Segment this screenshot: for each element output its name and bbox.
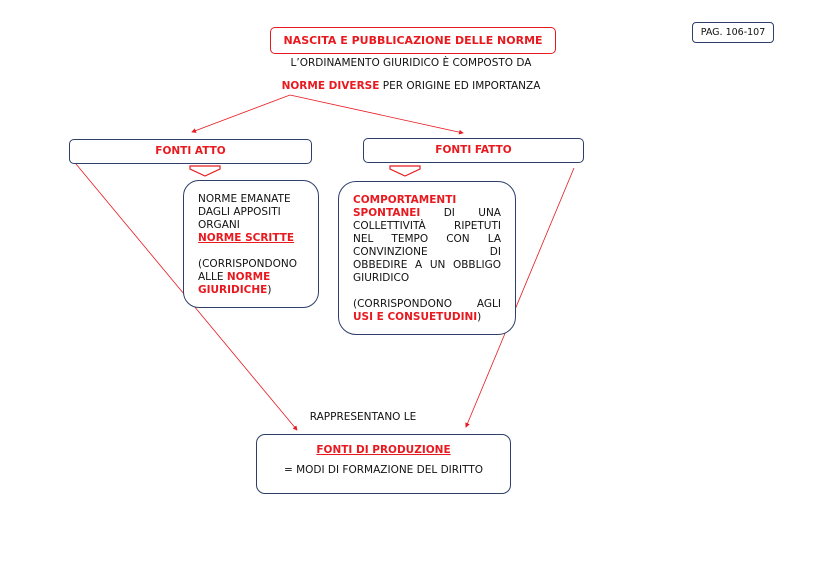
text-line: OBBEDIRE A UN OBBLIGO (353, 259, 501, 271)
fonti-produzione-box: FONTI DI PRODUZIONE = MODI DI FORMAZIONE… (256, 434, 511, 494)
highlight: GIURIDICHE (198, 284, 268, 296)
fonti-fatto-header: FONTI FATTO (363, 138, 584, 163)
text-line: CONVINZIONE DI (353, 246, 501, 258)
fonti-produzione-subtitle: = MODI DI FORMAZIONE DEL DIRITTO (283, 464, 484, 476)
intro-line-1: L’ORDINAMENTO GIURIDICO È COMPOSTO DA (290, 57, 532, 69)
down-arrow-icon-right (389, 165, 421, 177)
highlight: COMPORTAMENTI (353, 194, 457, 206)
text: ) (267, 284, 272, 296)
connector-label: RAPPRESENTANO LE (309, 411, 417, 423)
fonti-atto-description: NORME EMANATE DAGLI APPOSITI ORGANI NORM… (183, 180, 319, 308)
norme-scritte: NORME SCRITTE (198, 232, 295, 244)
text-line: (CORRISPONDONO (198, 258, 297, 270)
fonti-fatto-description: COMPORTAMENTI SPONTANEI DI UNA COLLETTIV… (338, 181, 516, 335)
fonti-produzione-title: FONTI DI PRODUZIONE (316, 444, 451, 456)
text: ALLE (198, 271, 227, 283)
text-line: NEL TEMPO CON LA (353, 233, 501, 245)
text-line: ORGANI (198, 219, 240, 231)
text-line: DAGLI APPOSITI (198, 206, 281, 218)
text: ) (477, 311, 482, 323)
text-line: GIURIDICO (353, 272, 410, 284)
text-line: NORME EMANATE (198, 193, 291, 205)
fonti-fatto-label: FONTI FATTO (435, 144, 512, 156)
text: DI UNA (443, 207, 501, 219)
page-title: NASCITA E PUBBLICAZIONE DELLE NORME (283, 34, 543, 47)
intro-line-2: NORME DIVERSE PER ORIGINE ED IMPORTANZA (250, 80, 572, 92)
down-arrow-icon-left (189, 165, 221, 177)
highlight: NORME (226, 271, 271, 283)
intro-highlight: NORME DIVERSE (281, 80, 380, 92)
text-line: (CORRISPONDONO AGLI (353, 298, 501, 310)
arrow-to-fonti-fatto (289, 94, 464, 135)
page-label-text: PAG. 106-107 (700, 27, 766, 38)
title-box: NASCITA E PUBBLICAZIONE DELLE NORME (270, 27, 556, 54)
text-line: COLLETTIVITÀ RIPETUTI (353, 220, 501, 232)
page-label: PAG. 106-107 (692, 22, 774, 43)
highlight: SPONTANEI (353, 207, 421, 219)
fonti-atto-label: FONTI ATTO (155, 145, 226, 157)
highlight: USI E CONSUETUDINI (353, 311, 478, 323)
intro-rest: PER ORIGINE ED IMPORTANZA (379, 80, 541, 92)
arrow-to-fonti-atto (191, 94, 291, 133)
fonti-atto-header: FONTI ATTO (69, 139, 312, 164)
arrow-fatto-to-produzione (465, 167, 575, 428)
